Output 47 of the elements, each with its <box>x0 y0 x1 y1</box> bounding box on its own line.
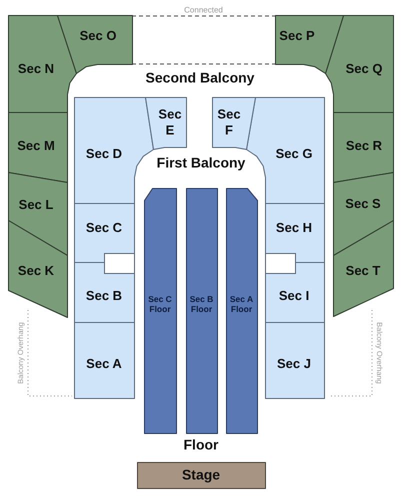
section-label: Sec B <box>86 288 122 304</box>
section-label: Sec T <box>346 263 380 279</box>
section-label: Sec I <box>278 288 310 304</box>
floor-section <box>144 188 176 434</box>
seating-section <box>8 172 68 256</box>
blank-box <box>264 252 296 274</box>
section-label: Sec C <box>86 220 122 236</box>
floor-section <box>226 188 258 434</box>
section-label: Sec G <box>276 146 312 162</box>
section-label: Sec L <box>18 197 54 213</box>
seating-section <box>264 322 324 398</box>
section-label: Sec S <box>345 196 381 212</box>
section-label: Sec A Floor <box>228 294 254 314</box>
edge-label: Connected <box>182 6 225 14</box>
section-label: Sec P <box>279 28 315 44</box>
section-label: Sec H <box>276 220 312 236</box>
section-label: Sec B Floor <box>188 294 214 314</box>
area-label: First Balcony <box>156 154 246 172</box>
seating-section <box>8 112 68 182</box>
seating-section <box>56 14 132 74</box>
section-label: Sec F <box>216 106 242 138</box>
area-label: Floor <box>184 436 218 454</box>
seating-section <box>212 96 256 150</box>
seating-section <box>332 220 394 316</box>
seating-section <box>8 14 76 112</box>
area-label: Second Balcony <box>146 70 254 86</box>
seating-section <box>74 322 134 398</box>
seating-section <box>332 112 394 182</box>
section-label: Sec K <box>18 263 54 279</box>
section-label: Sec E <box>157 106 183 138</box>
section-label: Sec C Floor <box>147 294 173 314</box>
blank-box <box>104 252 134 274</box>
stage-block <box>136 462 266 488</box>
section-label: Sec R <box>346 138 382 154</box>
section-label: Sec J <box>277 356 311 372</box>
section-label: Sec O <box>80 28 116 44</box>
seating-section <box>274 14 344 74</box>
section-label: Sec D <box>86 146 122 162</box>
seating-section <box>324 14 394 112</box>
seating-section <box>332 172 394 256</box>
seating-section <box>8 220 68 318</box>
stage-label: Stage <box>182 466 220 484</box>
section-label: Sec A <box>86 356 122 372</box>
section-label: Sec N <box>18 61 54 77</box>
floor-section <box>186 188 218 434</box>
section-label: Sec M <box>17 138 55 154</box>
section-label: Sec Q <box>346 61 382 77</box>
